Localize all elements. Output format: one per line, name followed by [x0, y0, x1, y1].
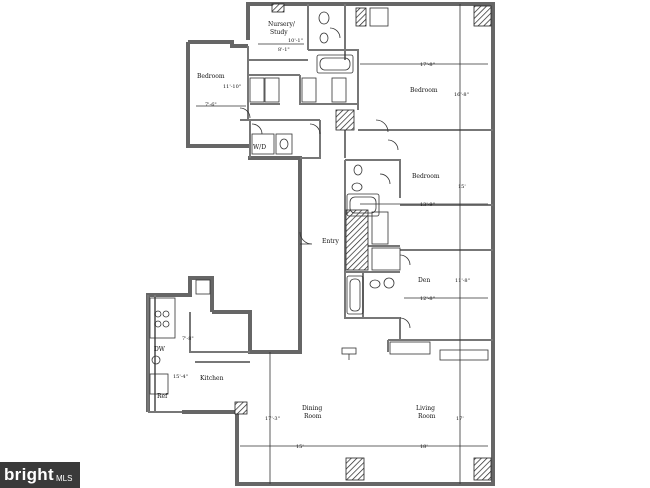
living-dim-w: 18' — [420, 444, 428, 450]
dimension-lines — [196, 43, 488, 447]
master-dim-w: 17'-8" — [420, 62, 435, 68]
nursery-dim-w: 10'-1" — [288, 38, 303, 44]
bedroom-mid-dim-w: 13'-9" — [420, 202, 435, 208]
bedroom-left-dim-w: 7'-6" — [205, 102, 217, 108]
bedroom-mid-dim-h: 15' — [458, 184, 466, 190]
washer-dryer-label: W/D — [253, 144, 266, 151]
living-label: Living — [416, 405, 435, 412]
fixtures — [149, 11, 489, 395]
bedroom-left-dim-h: 11'-10" — [223, 84, 241, 90]
dining-room-label: Room — [304, 413, 322, 420]
dining-dim-h: 17'-3" — [265, 416, 280, 422]
nursery-dim-h: 8'-1" — [278, 47, 290, 53]
closets — [234, 3, 492, 481]
refrigerator-label: Ref — [157, 393, 168, 400]
kitchen-dim-b: 15'-4" — [173, 374, 188, 380]
living-room-label: Room — [418, 413, 436, 420]
den-dim-h: 11'-8" — [455, 278, 470, 284]
dining-label: Dining — [302, 405, 322, 412]
kitchen-dim-a: 7'-8" — [182, 336, 194, 342]
study-label: Study — [270, 29, 288, 36]
room-labels: Nursery/ Study 10'-1" 8'-1" Bedroom 11'-… — [154, 21, 470, 450]
master-bedroom-label: Bedroom — [410, 87, 438, 94]
interior-walls — [147, 4, 493, 484]
watermark-suffix: MLS — [55, 473, 73, 483]
dishwasher-label: DW — [154, 346, 166, 353]
brightmls-watermark: bright MLS — [0, 462, 80, 488]
nursery-label: Nursery/ — [268, 21, 296, 28]
living-dim-h: 17' — [456, 416, 464, 422]
bedroom-mid-label: Bedroom — [412, 173, 440, 180]
master-dim-h: 16'-8" — [454, 92, 469, 98]
door-swings — [239, 27, 411, 329]
watermark-brand: bright — [4, 465, 54, 484]
den-label: Den — [418, 277, 430, 284]
dining-dim-w: 15' — [296, 444, 304, 450]
kitchen-label: Kitchen — [200, 375, 224, 382]
bedroom-left-label: Bedroom — [197, 73, 225, 80]
den-dim-w: 12'-8" — [420, 296, 435, 302]
entry-label: Entry — [322, 238, 340, 245]
